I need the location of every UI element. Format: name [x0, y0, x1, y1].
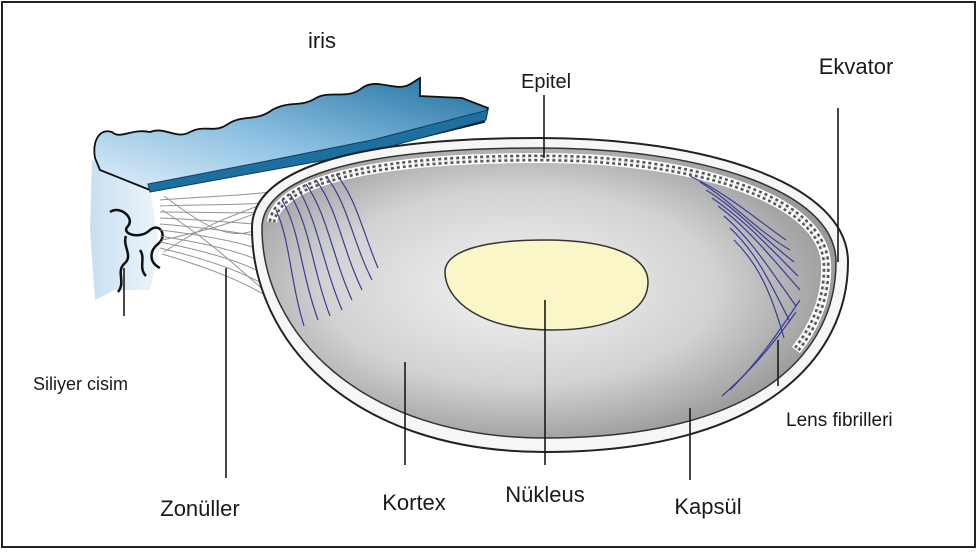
label-lens-fibrilleri: Lens fibrilleri	[786, 410, 893, 431]
label-zonuller: Zonüller	[160, 496, 239, 521]
label-siliyer-cisim: Siliyer cisim	[33, 374, 128, 394]
label-iris: iris	[308, 28, 336, 53]
label-nukleus: Nükleus	[505, 482, 584, 507]
label-kortex: Kortex	[382, 490, 446, 515]
label-kapsul: Kapsül	[674, 494, 741, 519]
label-ekvator: Ekvator	[819, 54, 894, 79]
label-epitel: Epitel	[521, 71, 571, 93]
